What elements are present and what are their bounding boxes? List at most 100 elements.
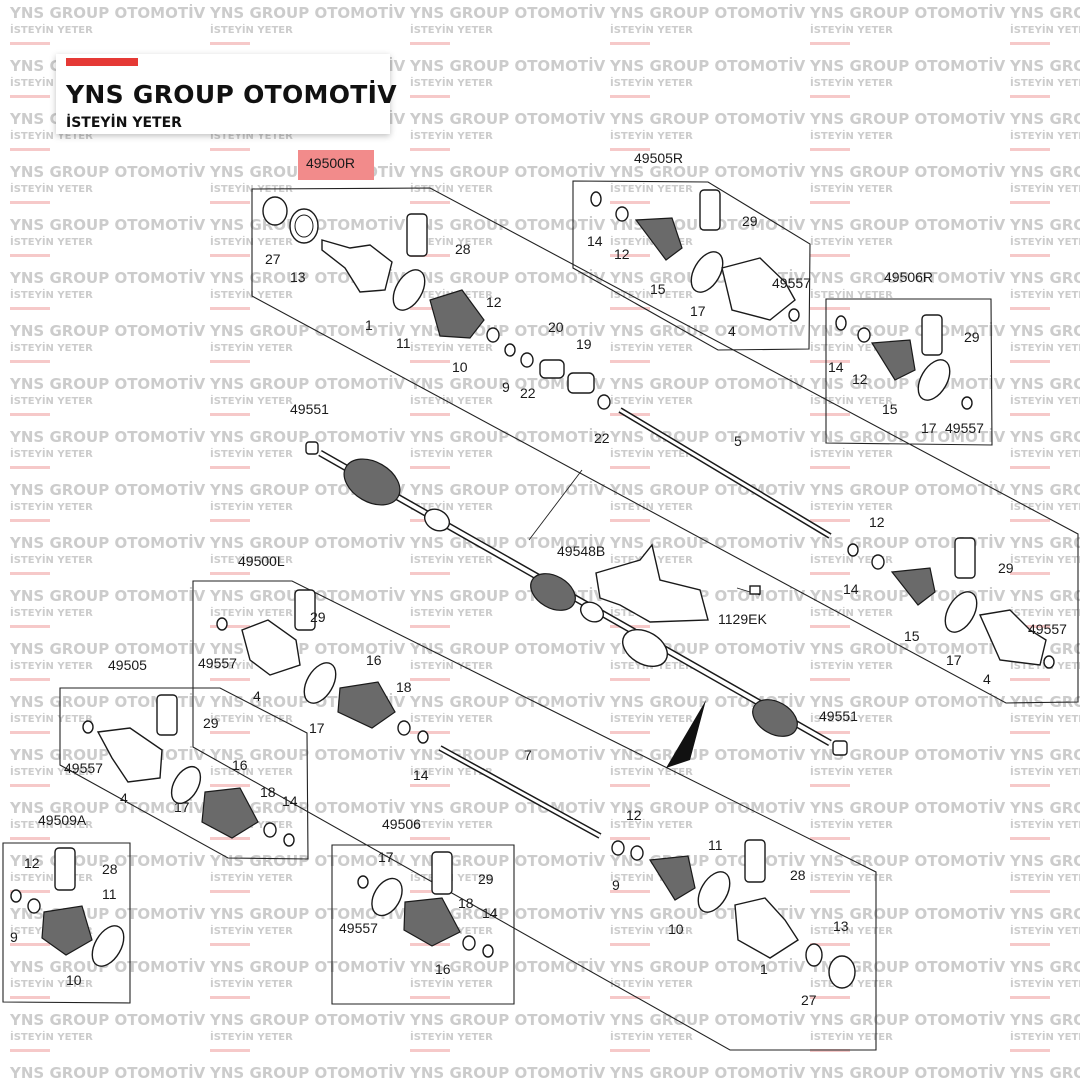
watermark-line2: İSTEYİN YETER	[10, 499, 93, 513]
assembly-frame-49505	[59, 687, 309, 860]
part-number-label: 15	[650, 281, 666, 297]
watermark-bar	[10, 413, 50, 416]
watermark-line2: İSTEYİN YETER	[1010, 923, 1080, 937]
watermark-line2: İSTEYİN YETER	[1010, 711, 1080, 725]
watermark-bar	[610, 837, 650, 840]
part-number-label: 17	[690, 303, 706, 319]
watermark-bar	[610, 95, 650, 98]
watermark-line1: YNS GROUP OTOMOTİV	[409, 427, 606, 446]
watermark-bar	[410, 678, 450, 681]
watermark-line1: YNS GROUP OTOMOTİV	[1009, 957, 1080, 976]
watermark-line2: İSTEYİN YETER	[210, 499, 293, 513]
watermark-line1: YNS GROUP OTOMOTİV	[409, 904, 606, 923]
watermark-bar	[610, 148, 650, 151]
watermark-line1: YNS GROUP OTOMOTİV	[9, 533, 206, 552]
watermark-line2: İSTEYİN YETER	[10, 446, 93, 460]
watermark-bar	[610, 890, 650, 893]
watermark-line1: YNS GROUP OTOMOTİV	[609, 321, 806, 340]
watermark-bar	[210, 466, 250, 469]
watermark-bar	[610, 1049, 650, 1052]
watermark-bar	[410, 201, 450, 204]
watermark-bar	[610, 996, 650, 999]
watermark-line1: YNS GROUP OTOMOTİV	[409, 639, 606, 658]
watermark-bar	[810, 837, 850, 840]
part-number-label: 9	[10, 929, 18, 945]
part-number-label: 12	[24, 855, 40, 871]
watermark-bar	[1010, 148, 1050, 151]
watermark-bar	[210, 678, 250, 681]
watermark-bar	[1010, 307, 1050, 310]
watermark-bar	[410, 890, 450, 893]
watermark-line2: İSTEYİN YETER	[810, 22, 893, 36]
watermark-line1: YNS GROUP OTOMOTİV	[809, 268, 1006, 287]
watermark-line1: YNS GROUP OTOMOTİV	[409, 374, 606, 393]
part-number-label: 28	[455, 241, 471, 257]
watermark-line1: YNS GROUP OTOMOTİV	[9, 798, 206, 817]
watermark-line1: YNS GROUP OTOMOTİV	[409, 162, 606, 181]
watermark-line1: YNS GROUP OTOMOTİV	[809, 904, 1006, 923]
watermark-bar	[10, 466, 50, 469]
part-number-label: 18	[260, 784, 276, 800]
watermark-line1: YNS GROUP OTOMOTİV	[609, 56, 806, 75]
watermark-line2: İSTEYİN YETER	[1010, 1029, 1080, 1043]
watermark-bar	[1010, 519, 1050, 522]
watermark-bar	[1010, 254, 1050, 257]
watermark-line1: YNS GROUP OTOMOTİV	[209, 533, 406, 552]
part-number-label: 17	[921, 420, 937, 436]
part-number-label: 12	[614, 246, 630, 262]
watermark-bar	[210, 625, 250, 628]
watermark-line1: YNS GROUP OTOMOTİV	[209, 1010, 406, 1029]
watermark-bar	[1010, 625, 1050, 628]
part-number-label: 16	[435, 961, 451, 977]
part-number-label: 49557	[945, 420, 984, 436]
watermark-line2: İSTEYİN YETER	[610, 1029, 693, 1043]
watermark-line1: YNS GROUP OTOMOTİV	[1009, 268, 1080, 287]
watermark-line2: İSTEYİN YETER	[410, 552, 493, 566]
watermark-bar	[1010, 360, 1050, 363]
watermark-bar	[410, 625, 450, 628]
shaft-bracket	[595, 543, 709, 623]
watermark-bar	[810, 95, 850, 98]
assembled-drive-shaft	[305, 441, 848, 756]
watermark-bar	[610, 678, 650, 681]
assembly-label: 49505	[108, 657, 147, 673]
part-number-label: 12	[486, 294, 502, 310]
watermark-line1: YNS GROUP OTOMOTİV	[1009, 851, 1080, 870]
watermark-line2: İSTEYİN YETER	[610, 923, 693, 937]
part-number-label: 29	[203, 715, 219, 731]
part-number-label: 28	[102, 861, 118, 877]
watermark-bar	[410, 413, 450, 416]
watermark-line1: YNS GROUP OTOMOTİV	[809, 851, 1006, 870]
watermark-bar	[410, 1049, 450, 1052]
watermark-line2: İSTEYİN YETER	[410, 181, 493, 195]
part-number-label: 27	[265, 251, 281, 267]
watermark-bar	[810, 784, 850, 787]
watermark-bar	[410, 360, 450, 363]
watermark-line2: İSTEYİN YETER	[10, 181, 93, 195]
watermark-bar	[810, 572, 850, 575]
watermark-line2: İSTEYİN YETER	[810, 1029, 893, 1043]
watermark-line1: YNS GROUP OTOMOTİV	[9, 427, 206, 446]
watermark-line2: İSTEYİN YETER	[210, 764, 293, 778]
part-number-label: 12	[626, 807, 642, 823]
watermark-bar	[410, 466, 450, 469]
watermark-line2: İSTEYİN YETER	[810, 393, 893, 407]
parts-49500R	[262, 196, 1055, 669]
watermark-bar	[410, 254, 450, 257]
watermark-bar	[1010, 943, 1050, 946]
watermark-line2: İSTEYİN YETER	[810, 499, 893, 513]
watermark-line1: YNS GROUP OTOMOTİV	[209, 3, 406, 22]
part-number-label: 14	[482, 905, 498, 921]
watermark-bar	[810, 254, 850, 257]
watermark-bar	[10, 307, 50, 310]
watermark-bar	[810, 466, 850, 469]
watermark-line2: İSTEYİN YETER	[210, 976, 293, 990]
watermark-bar	[10, 731, 50, 734]
watermark-line1: YNS GROUP OTOMOTİV	[1009, 162, 1080, 181]
watermark-line2: İSTEYİN YETER	[10, 22, 93, 36]
watermark-line1: YNS GROUP OTOMOTİV	[9, 1063, 206, 1080]
watermark-line2: İSTEYİN YETER	[410, 128, 493, 142]
watermark-bar	[410, 148, 450, 151]
watermark-line2: İSTEYİN YETER	[410, 711, 493, 725]
watermark-line2: İSTEYİN YETER	[10, 340, 93, 354]
